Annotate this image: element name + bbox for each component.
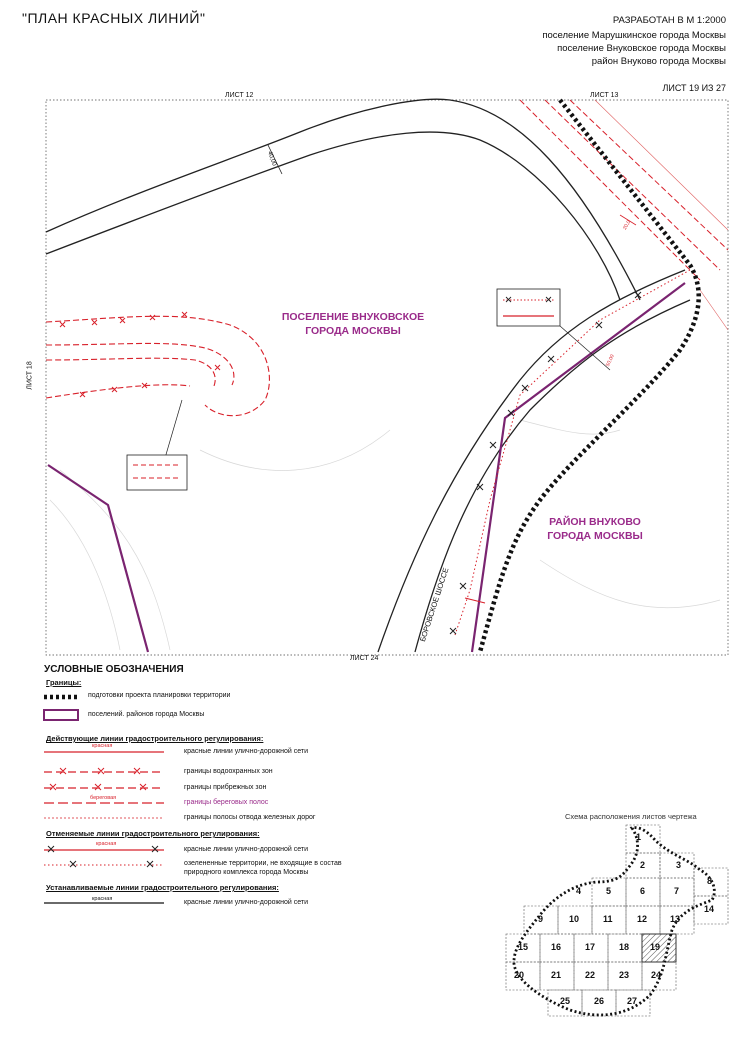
legend-existing-tag-3: береговая — [90, 795, 117, 801]
red-thin-lines — [594, 99, 729, 331]
legend-boundary-districts: поселений. районов города Москвы — [88, 711, 205, 718]
legend-boundary-project: подготовки проекта планировки территории — [88, 692, 231, 699]
region-vnukovskoe: ПОСЕЛЕНИЕ ВНУКОВСКОЕ ГОРОДА МОСКВЫ — [281, 311, 425, 337]
scheme-cell-13: 13 — [670, 914, 681, 924]
scheme-cell-23: 23 — [619, 970, 630, 980]
scheme-cell-16: 16 — [551, 942, 562, 952]
dim-line-top — [267, 144, 283, 175]
legend-cancelled-0: красные линии улично-дорожной сети — [184, 846, 309, 853]
district-boundary — [470, 282, 686, 653]
scheme-cell-11: 11 — [603, 914, 613, 924]
callout-leader-left — [164, 399, 183, 459]
scheme-cell-7: 7 — [674, 886, 680, 896]
scheme-cell-22: 22 — [585, 970, 596, 980]
scheme-cell-8: 8 — [707, 876, 713, 886]
scheme-cell-25: 25 — [560, 996, 571, 1006]
drawing-title: "ПЛАН КРАСНЫХ ЛИНИЙ" — [22, 10, 206, 26]
legend-existing-tag-0: красная — [92, 743, 113, 749]
legend-existing-3: границы береговых полос — [184, 799, 269, 806]
legend-existing-1: границы водоохранных зон — [184, 768, 273, 775]
sheet-label-top-right: ЛИСТ 13 — [590, 92, 619, 99]
area-line-3: район Внуково города Москвы — [591, 56, 726, 67]
legend-cancelled-head: Отменяемые линии градостроительного регу… — [46, 829, 260, 838]
water-zone-crosses — [59, 311, 221, 398]
scheme-cell-6: 6 — [640, 886, 646, 896]
legend-established-head: Устанавливаемые линии градостроительного… — [46, 883, 279, 892]
scheme-cell-3: 3 — [676, 860, 682, 870]
red-lines-top-right — [519, 99, 729, 281]
scheme-cell-5: 5 — [606, 886, 612, 896]
legend-existing-2: границы прибрежных зон — [184, 784, 267, 791]
area-line-1: поселение Марушкинское города Москвы — [542, 30, 726, 41]
scheme-cell-1: 1 — [636, 832, 642, 842]
scheme-cell-2: 2 — [640, 860, 646, 870]
scheme-cell-19: 19 — [650, 942, 661, 952]
legend-existing-head: Действующие линии градостроительного рег… — [46, 734, 264, 743]
legend-boundaries-head: Границы: — [46, 678, 82, 687]
project-boundary — [477, 98, 701, 653]
scheme-cell-27: 27 — [627, 996, 638, 1006]
legend-established-0: красные линии улично-дорожной сети — [184, 899, 309, 906]
road-upper — [45, 98, 641, 301]
sheet-label-top: ЛИСТ 12 — [225, 92, 254, 99]
scheme-cell-14: 14 — [704, 904, 715, 914]
callout-box-right — [496, 288, 561, 327]
scheme-cell-10: 10 — [569, 914, 580, 924]
scheme-cell-9: 9 — [538, 914, 544, 924]
scheme-cell-12: 12 — [637, 914, 648, 924]
scheme-cell-24: 24 — [651, 970, 662, 980]
legend-cancelled-1: озелененные территории, не входящие в со… — [184, 860, 342, 876]
scheme-cell-4: 4 — [576, 886, 582, 896]
region-vnukovo: РАЙОН ВНУКОВО ГОРОДА МОСКВЫ — [547, 516, 643, 542]
map-frame — [45, 99, 729, 656]
scheme-cell-18: 18 — [619, 942, 630, 952]
sheet-label-bottom: ЛИСТ 24 — [350, 655, 379, 662]
legend-established-tag-0: красная — [92, 896, 113, 902]
legend-existing-0: красные линии улично-дорожной сети — [184, 748, 309, 755]
cancelled-crosses — [449, 291, 642, 635]
scheme-cell-15: 15 — [518, 942, 529, 952]
district-boundary-left — [47, 464, 150, 653]
area-line-2: поселение Внуковское города Москвы — [557, 43, 726, 54]
callout-box-left — [126, 454, 188, 491]
callout-leader-right — [559, 325, 611, 371]
legend-title: УСЛОВНЫЕ ОБОЗНАЧЕНИЯ — [44, 664, 184, 675]
road-borovskoe — [377, 269, 691, 653]
scheme-caption: Схема расположения листов чертежа — [565, 812, 697, 821]
scale-label: РАЗРАБОТАН В М 1:2000 — [612, 15, 726, 26]
sheet-number: ЛИСТ 19 ИЗ 27 — [662, 83, 726, 93]
dim-label-top: 40,00 — [266, 151, 277, 168]
scheme-cell-21: 21 — [551, 970, 562, 980]
water-zones — [45, 315, 270, 417]
legend-existing-4: границы полосы отвода железных дорог — [184, 814, 316, 821]
scheme-cell-20: 20 — [514, 970, 525, 980]
legend-cancelled-tag-0: красная — [96, 841, 117, 847]
scheme-cell-26: 26 — [594, 996, 605, 1006]
scheme-cell-17: 17 — [585, 942, 596, 952]
